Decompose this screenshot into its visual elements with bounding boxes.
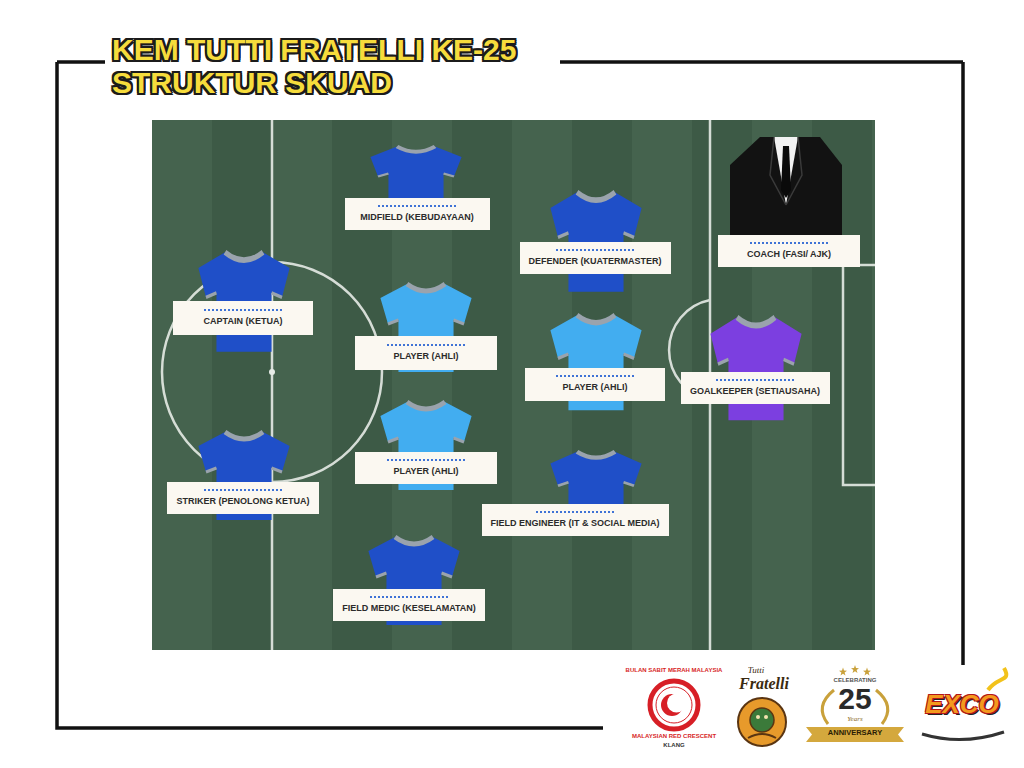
logo-text: Tutti bbox=[748, 665, 765, 675]
dotted-rule bbox=[556, 249, 634, 251]
role-text: PLAYER (AHLI) bbox=[393, 466, 458, 477]
role-label: FIELD MEDIC (KESELAMATAN) bbox=[333, 589, 485, 621]
role-text: STRIKER (PENOLONG KETUA) bbox=[176, 496, 309, 507]
dotted-rule bbox=[556, 375, 634, 377]
dotted-rule bbox=[716, 379, 794, 381]
role-label: PLAYER (AHLI) bbox=[355, 452, 497, 484]
logo-text: 25 bbox=[838, 683, 871, 715]
role-text: DEFENDER (KUATERMASTER) bbox=[529, 256, 662, 267]
dotted-rule bbox=[378, 205, 456, 207]
dotted-rule bbox=[536, 511, 614, 513]
role-text: PLAYER (AHLI) bbox=[393, 351, 458, 362]
role-label: PLAYER (AHLI) bbox=[355, 336, 497, 370]
dotted-rule bbox=[204, 309, 282, 311]
dotted-rule bbox=[750, 242, 828, 244]
anniversary-logo bbox=[806, 665, 904, 742]
role-text: COACH (FASI/ AJK) bbox=[747, 249, 831, 260]
grass-field bbox=[152, 120, 875, 650]
red-crescent-logo bbox=[650, 681, 698, 729]
role-text: MIDFIELD (KEBUDAYAAN) bbox=[360, 212, 473, 223]
dotted-rule bbox=[387, 344, 465, 346]
role-label: MIDFIELD (KEBUDAYAAN) bbox=[345, 198, 490, 230]
fratelli-logo bbox=[738, 698, 786, 746]
role-label: PLAYER (AHLI) bbox=[525, 368, 665, 401]
dotted-rule bbox=[387, 459, 465, 461]
logo-text: ANNIVERSARY bbox=[828, 729, 882, 738]
page-title: KEM TUTTI FRATELLI KE-25 STRUKTUR SKUAD bbox=[112, 33, 562, 99]
frame-lines bbox=[57, 62, 963, 728]
role-label: CAPTAIN (KETUA) bbox=[173, 301, 313, 335]
exco-logo bbox=[922, 668, 1006, 740]
logo-text: Fratelli bbox=[739, 675, 789, 693]
role-text: GOALKEEPER (SETIAUSAHA) bbox=[690, 386, 820, 397]
dotted-rule bbox=[204, 489, 282, 491]
role-label: STRIKER (PENOLONG KETUA) bbox=[167, 482, 319, 514]
role-label: DEFENDER (KUATERMASTER) bbox=[520, 242, 671, 274]
logo-text: Years bbox=[847, 715, 862, 723]
coach-label: COACH (FASI/ AJK) bbox=[718, 235, 860, 267]
centre-spot bbox=[269, 369, 275, 375]
role-label: FIELD ENGINEER (IT & SOCIAL MEDIA) bbox=[482, 504, 669, 536]
role-text: PLAYER (AHLI) bbox=[562, 382, 627, 393]
logo-text: KLANG bbox=[663, 742, 684, 749]
logo-text: MALAYSIAN RED CRESCENT bbox=[632, 733, 716, 740]
role-text: CAPTAIN (KETUA) bbox=[204, 316, 283, 327]
role-text: FIELD ENGINEER (IT & SOCIAL MEDIA) bbox=[491, 518, 660, 529]
dotted-rule bbox=[370, 596, 448, 598]
pitch-markings bbox=[162, 120, 875, 650]
role-label: GOALKEEPER (SETIAUSAHA) bbox=[681, 372, 830, 404]
coach-suit bbox=[730, 137, 842, 242]
logo-text: BULAN SABIT MERAH MALAYSIA bbox=[626, 667, 723, 674]
logo-text: EXCO bbox=[925, 690, 999, 720]
role-text: FIELD MEDIC (KESELAMATAN) bbox=[342, 603, 476, 614]
